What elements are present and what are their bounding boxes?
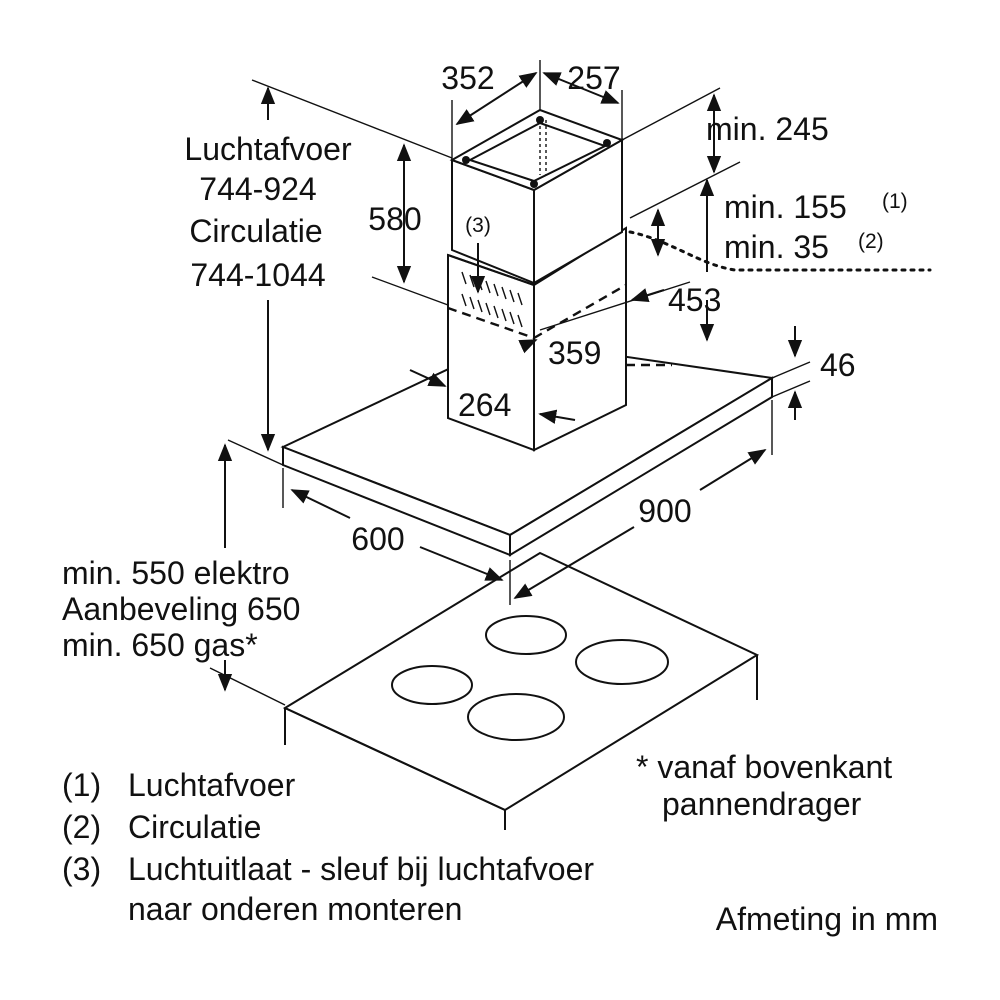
label-min-35: min. 35 — [724, 229, 829, 265]
units-note: Afmeting in mm — [716, 901, 938, 937]
label-359: 359 — [548, 335, 601, 371]
clearance-line-2: Aanbeveling 650 — [62, 591, 300, 627]
legend-num-3: (3) — [62, 851, 101, 887]
total-height-line-4: 744-1044 — [190, 257, 325, 293]
legend-text-1: Luchtafvoer — [128, 767, 296, 803]
burner-back-icon — [485, 615, 567, 655]
label-453: 453 — [668, 282, 721, 318]
burner-right-icon — [575, 639, 669, 685]
dimension-labels: 352 257 min. 245 580 min. 155 (1) min. 3… — [62, 60, 908, 822]
chimney — [447, 108, 672, 452]
label-min-155: min. 155 — [724, 189, 847, 225]
label-46: 46 — [820, 347, 856, 383]
total-height-line-2: 744-924 — [199, 171, 316, 207]
legend-text-2: Circulatie — [128, 809, 261, 845]
label-ref-3: (3) — [465, 214, 491, 237]
burner-front-icon — [467, 693, 565, 741]
burner-left-icon — [391, 665, 473, 705]
cooktop — [282, 551, 760, 830]
label-ref-1: (1) — [882, 190, 908, 213]
footnote-line-1: * vanaf bovenkant — [636, 749, 892, 785]
label-ref-2: (2) — [858, 230, 884, 253]
total-height-line-1: Luchtafvoer — [184, 131, 352, 167]
clearance-line-1: min. 550 elektro — [62, 555, 290, 591]
dimension-lines — [209, 60, 932, 706]
label-580: 580 — [368, 201, 421, 237]
legend-num-1: (1) — [62, 767, 101, 803]
footnote-line-2: pannendrager — [662, 786, 862, 822]
label-600: 600 — [351, 521, 404, 557]
label-264: 264 — [458, 387, 511, 423]
legend: (1) Luchtafvoer (2) Circulatie (3) Lucht… — [62, 767, 594, 927]
clearance-line-3: min. 650 gas* — [62, 627, 258, 663]
total-height-line-3: Circulatie — [189, 213, 322, 249]
legend-num-2: (2) — [62, 809, 101, 845]
label-900: 900 — [638, 493, 691, 529]
legend-text-3: Luchtuitlaat - sleuf bij luchtafvoer — [128, 851, 594, 887]
legend-text-4: naar onderen monteren — [128, 891, 462, 927]
label-352: 352 — [441, 60, 494, 96]
label-min-245: min. 245 — [706, 111, 829, 147]
label-257: 257 — [567, 60, 620, 96]
